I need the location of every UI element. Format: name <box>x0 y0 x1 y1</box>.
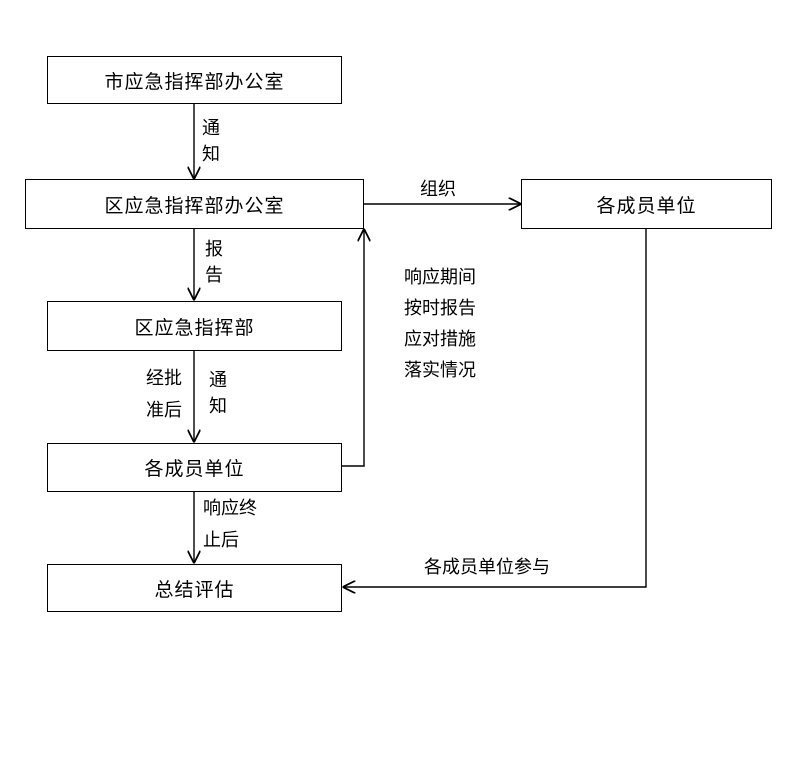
label-report: 报 告 <box>205 237 223 289</box>
label-after-response-line1: 响应终 <box>203 498 257 519</box>
label-notify-1-line1: 通 <box>202 118 220 139</box>
label-notify-1-line2: 知 <box>202 144 220 165</box>
label-notify-2-line2: 知 <box>209 396 227 417</box>
label-during-response-line4: 落实情况 <box>404 360 476 381</box>
label-during-response: 响应期间 按时报告 应对措施 落实情况 <box>404 262 476 386</box>
label-approved-line1: 经批 <box>146 368 182 389</box>
label-notify-2-line1: 通 <box>209 370 227 391</box>
label-after-response-line2: 止后 <box>203 530 239 551</box>
label-report-line2: 告 <box>205 265 223 286</box>
arrow-right-units-to-evaluation <box>344 229 647 587</box>
label-during-response-line1: 响应期间 <box>404 267 476 288</box>
label-during-response-line2: 按时报告 <box>404 298 476 319</box>
node-member-units-right: 各成员单位 <box>521 179 772 229</box>
label-after-response: 响应终 止后 <box>203 493 257 557</box>
label-approved-line2: 准后 <box>146 400 182 421</box>
label-member-participate: 各成员单位参与 <box>424 557 550 578</box>
label-notify-2: 通 知 <box>209 368 227 420</box>
label-organize: 组织 <box>420 179 456 200</box>
node-city-office: 市应急指挥部办公室 <box>47 56 342 104</box>
arrow-member-units-report-back <box>342 230 364 467</box>
label-approved: 经批 准后 <box>146 363 182 427</box>
node-evaluation: 总结评估 <box>47 564 342 612</box>
node-member-units: 各成员单位 <box>47 443 342 492</box>
node-district-office: 区应急指挥部办公室 <box>25 179 364 229</box>
label-notify-1: 通 知 <box>202 116 220 168</box>
label-during-response-line3: 应对措施 <box>404 329 476 350</box>
label-report-line1: 报 <box>205 239 223 260</box>
node-district-command: 区应急指挥部 <box>47 301 342 351</box>
